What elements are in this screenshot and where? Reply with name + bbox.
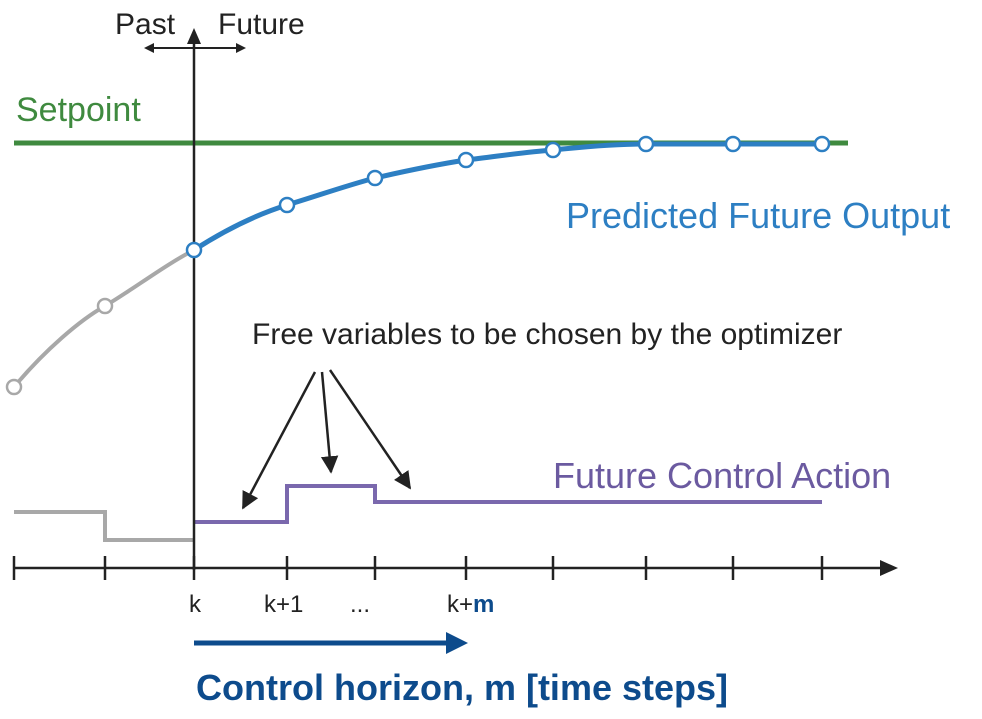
predicted-sample-point [457, 151, 475, 169]
predicted-sample-point [813, 135, 831, 153]
tick-label-k-plus-1: k+1 [264, 591, 304, 618]
predicted-output-curve [192, 141, 822, 253]
tick-label-k-plus-m: k+m [447, 593, 494, 617]
past-sample-point [5, 378, 23, 396]
free-variable-arrow-1 [241, 371, 317, 510]
predicted-sample-point [724, 135, 742, 153]
tick-label-m: m [473, 591, 495, 618]
setpoint-label: Setpoint [16, 91, 141, 129]
time-axis-ticks [12, 556, 824, 580]
past-label: Past [115, 8, 176, 41]
control-horizon-arrowhead [446, 632, 468, 654]
predicted-sample-point [185, 241, 203, 259]
predicted-sample-point [366, 169, 384, 187]
predicted-sample-markers [185, 135, 831, 259]
free-variable-arrow-2 [320, 371, 339, 474]
free-variable-arrows [241, 369, 412, 510]
past-control-step [14, 510, 194, 542]
time-axis-arrowhead [880, 560, 898, 576]
predicted-sample-point [278, 196, 296, 214]
tick-label-k: k [189, 591, 201, 618]
tick-label-ellipsis: ... [350, 591, 371, 618]
past-output-curve [12, 248, 195, 389]
past-sample-markers [5, 297, 114, 396]
future-control-step [194, 484, 822, 524]
vertical-axis-arrowhead [187, 28, 201, 44]
predicted-sample-point [637, 135, 655, 153]
future-arrowhead [236, 43, 246, 53]
free-variable-arrow-3 [328, 369, 412, 490]
free-variables-label: Free variables to be chosen by the optim… [252, 318, 843, 351]
past-arrowhead [144, 43, 154, 53]
predicted-output-label: Predicted Future Output [566, 195, 951, 236]
past-sample-point [96, 297, 114, 315]
control-horizon-label: Control horizon, m [time steps] [196, 667, 729, 708]
future-label: Future [218, 8, 305, 41]
tick-label-k-plus-prefix: k+ [447, 591, 474, 618]
future-control-action-label: Future Control Action [553, 455, 892, 496]
predicted-sample-point [544, 141, 562, 159]
